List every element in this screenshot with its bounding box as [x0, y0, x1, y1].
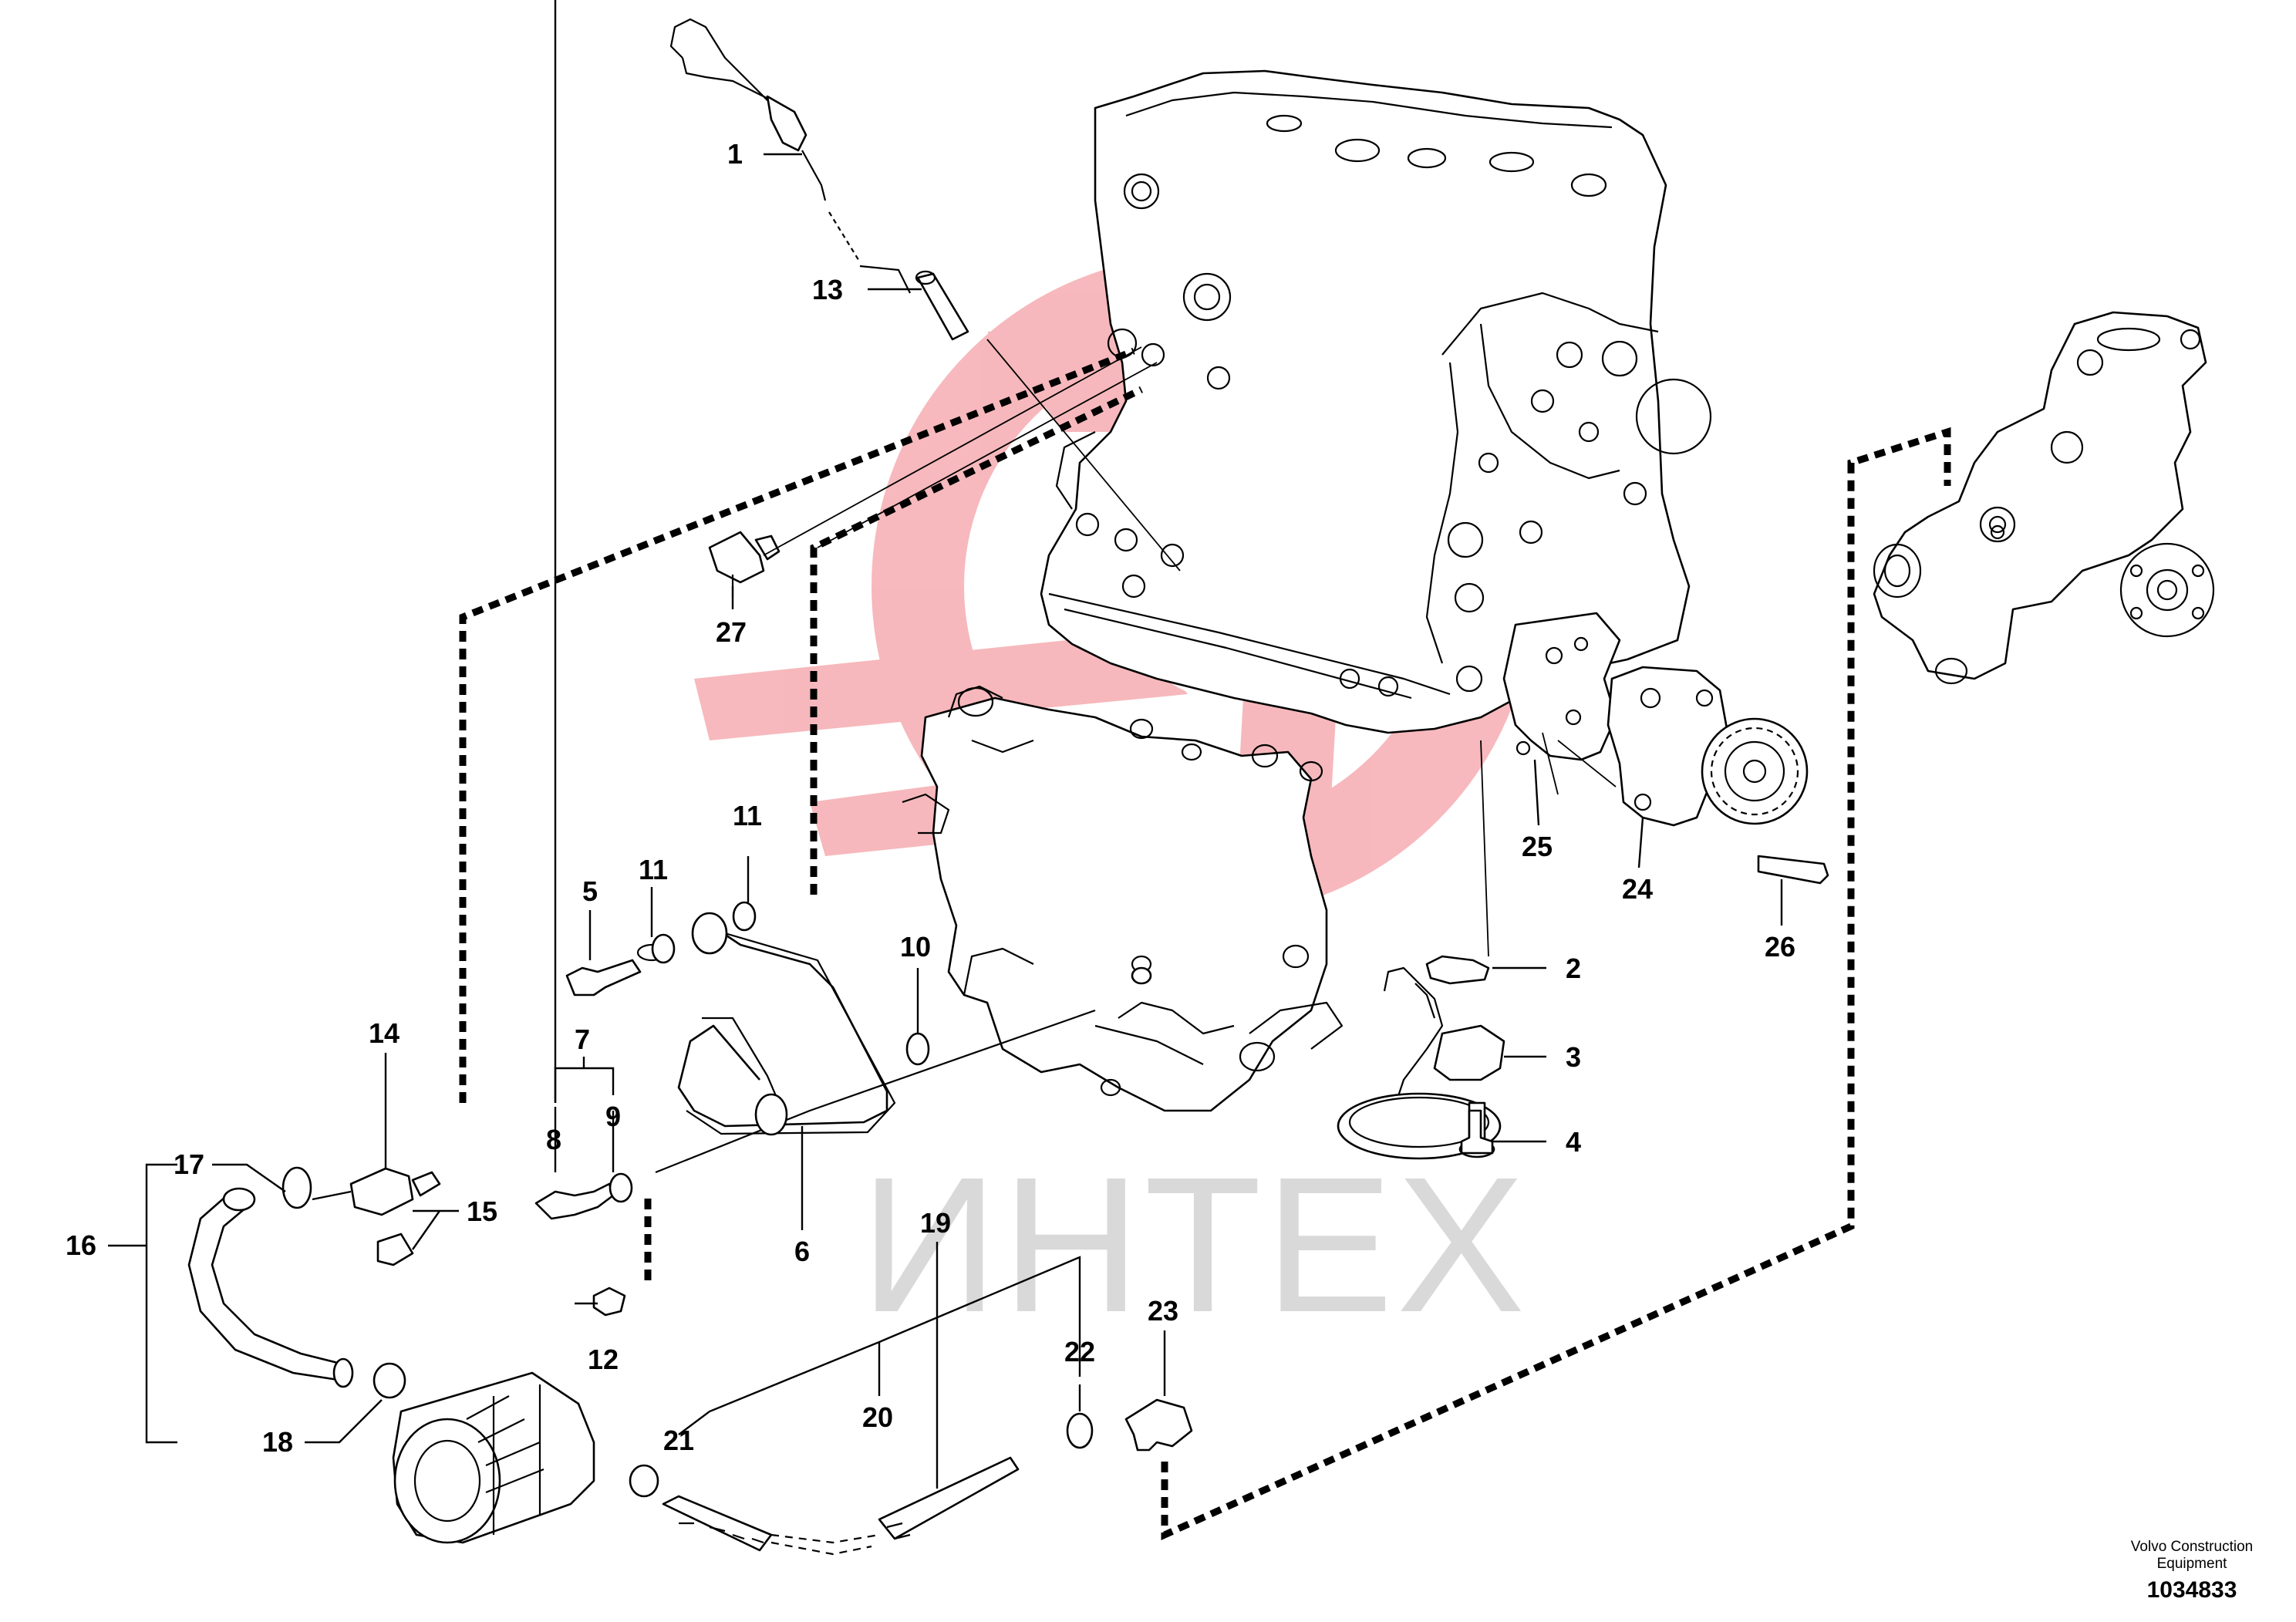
bolt-4 — [1460, 1109, 1494, 1155]
callout-20: 20 — [862, 1401, 893, 1433]
callout-17: 17 — [174, 1148, 204, 1180]
washer-9 — [609, 1172, 633, 1203]
link-lines — [763, 339, 1617, 957]
dashed-routing — [459, 347, 1951, 1540]
washer-11b — [732, 901, 757, 932]
clamp-21 — [629, 1464, 659, 1498]
callout-18: 18 — [262, 1426, 293, 1458]
banjo-bolt-8 — [534, 1182, 615, 1220]
callout-16: 16 — [66, 1229, 96, 1261]
callout-12: 12 — [588, 1344, 619, 1375]
clamp-17 — [282, 1166, 312, 1209]
engine-block — [1040, 69, 1712, 734]
drawing-number: 1034833 — [2146, 1577, 2237, 1603]
callout-9: 9 — [605, 1101, 621, 1132]
water-pump — [1873, 311, 2215, 685]
callout-21: 21 — [663, 1425, 694, 1456]
callout-6: 6 — [794, 1236, 810, 1267]
callout-25: 25 — [1522, 831, 1553, 862]
callout-22: 22 — [1064, 1336, 1095, 1367]
callout-23: 23 — [1148, 1295, 1178, 1327]
washer-11a — [651, 933, 676, 964]
fitting-23 — [1124, 1398, 1193, 1452]
callout-26: 26 — [1765, 931, 1795, 963]
hose-16 — [187, 1187, 354, 1388]
callout-13: 13 — [812, 274, 843, 305]
gasket-25 — [1502, 612, 1621, 761]
sensor-27 — [708, 531, 781, 598]
callout-7: 7 — [575, 1023, 590, 1055]
dipstick-tube-13 — [916, 272, 969, 341]
callout-11: 11 — [733, 800, 762, 831]
callout-4: 4 — [1566, 1126, 1581, 1158]
callout-2: 2 — [1566, 953, 1581, 984]
callout-8: 8 — [546, 1124, 561, 1155]
callout-5: 5 — [582, 875, 598, 907]
footer-brand: Volvo Construction Equipment — [2130, 1539, 2254, 1572]
oil-pump-24 — [1607, 666, 1809, 827]
callout-labels: 1 13 27 11 11 5 10 2 3 4 7 8 9 6 14 15 1… — [66, 138, 1795, 1458]
callout-3: 3 — [1566, 1041, 1581, 1073]
callout-24: 24 — [1622, 873, 1653, 905]
callout-15: 15 — [467, 1195, 497, 1227]
banjo-fitting — [691, 912, 728, 955]
callout-27: 27 — [716, 616, 747, 648]
callout-14: 14 — [369, 1017, 400, 1049]
callout-10: 10 — [900, 931, 931, 963]
oil-pipe-6 — [677, 928, 896, 1135]
bolt-26 — [1757, 855, 1829, 885]
clamp-22 — [1066, 1412, 1094, 1449]
nut-12 — [592, 1286, 626, 1317]
oil-filter — [392, 1371, 595, 1544]
banjo-bolt-5 — [565, 943, 667, 996]
plug-15 — [376, 1233, 414, 1266]
watermark-text: ИНТЕХ — [860, 1137, 1528, 1352]
injection-pump — [902, 685, 1344, 1112]
callout-19: 19 — [920, 1207, 951, 1239]
callout-11: 11 — [639, 854, 668, 885]
footer-block: Volvo Construction Equipment 1034833 — [2111, 1539, 2273, 1603]
washer-10 — [905, 1032, 930, 1066]
dipstick-1 — [669, 18, 911, 294]
callout-1: 1 — [727, 138, 743, 170]
hose-19-20 — [662, 1456, 1020, 1556]
leader-lines — [108, 0, 1783, 1489]
clamp-18 — [373, 1362, 406, 1399]
fitting-14 — [312, 1167, 441, 1216]
